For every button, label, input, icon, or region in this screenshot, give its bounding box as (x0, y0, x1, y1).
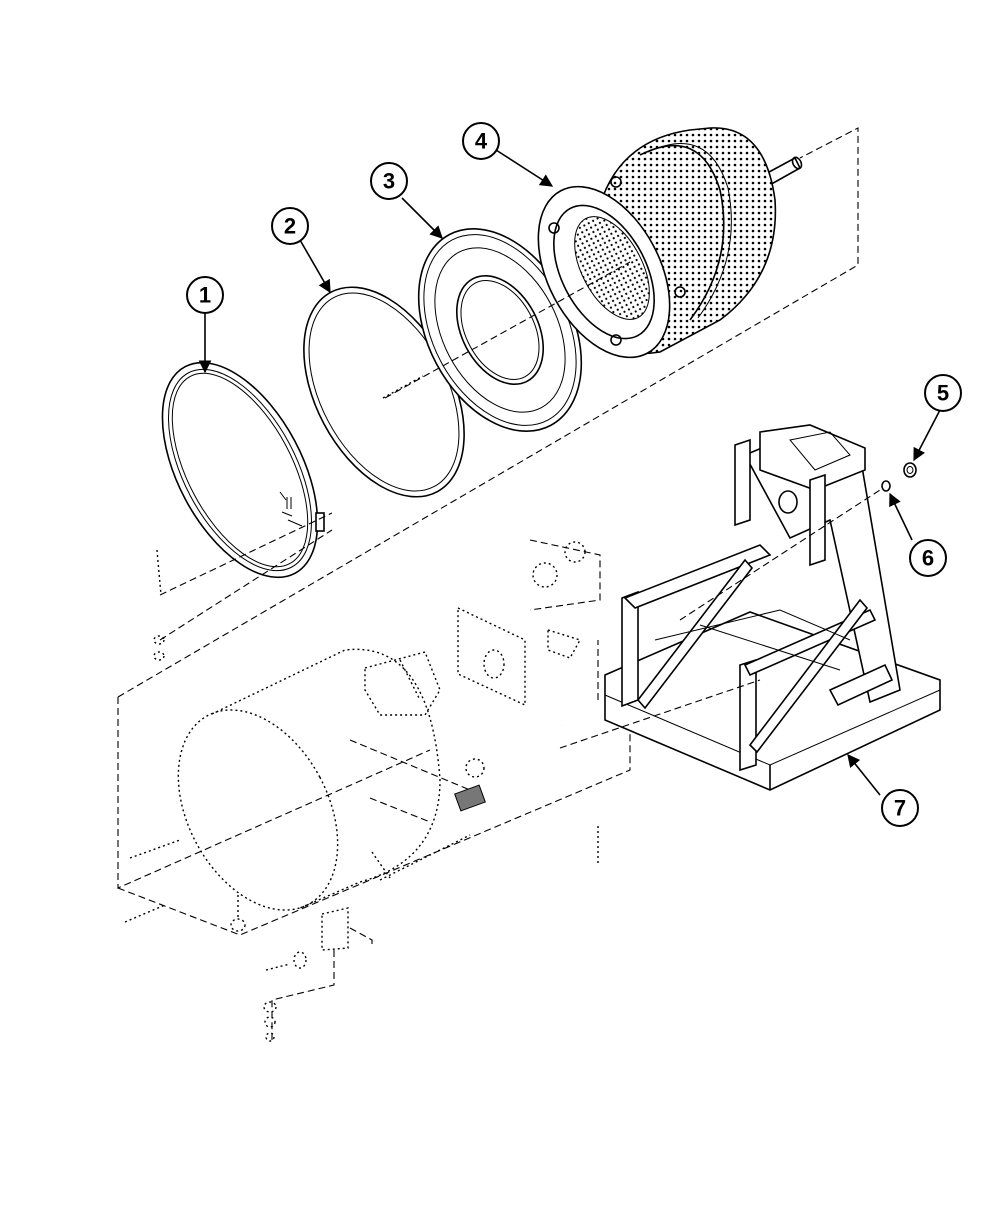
axis-line-ring-lower (160, 530, 332, 640)
leader-6 (890, 494, 912, 540)
fastener-screw-ring (154, 376, 423, 660)
callout-3: 3 (371, 163, 407, 199)
part-6-washer (882, 481, 890, 491)
leader-7 (848, 755, 880, 795)
callout-1: 1 (187, 277, 223, 313)
housing-shell-dotted (118, 540, 630, 1041)
part-5-nut (904, 463, 916, 477)
svg-text:6: 6 (922, 546, 934, 571)
part-1-clamp-ring (130, 338, 349, 603)
leader-5 (914, 410, 940, 460)
callout-2: 2 (272, 208, 308, 244)
svg-text:7: 7 (894, 796, 906, 821)
callout-6: 6 (910, 540, 946, 576)
callout-4: 4 (463, 123, 499, 159)
svg-text:5: 5 (937, 381, 949, 406)
svg-text:3: 3 (383, 169, 395, 194)
leader-4 (496, 150, 552, 186)
callout-7: 7 (882, 790, 918, 826)
svg-text:1: 1 (199, 283, 211, 308)
leader-2 (300, 240, 330, 292)
part-7-base-frame (605, 425, 940, 790)
leader-3 (402, 198, 442, 238)
svg-text:4: 4 (475, 129, 488, 154)
axis-line-ring (160, 513, 332, 595)
svg-text:2: 2 (284, 214, 296, 239)
callout-5: 5 (925, 375, 961, 411)
